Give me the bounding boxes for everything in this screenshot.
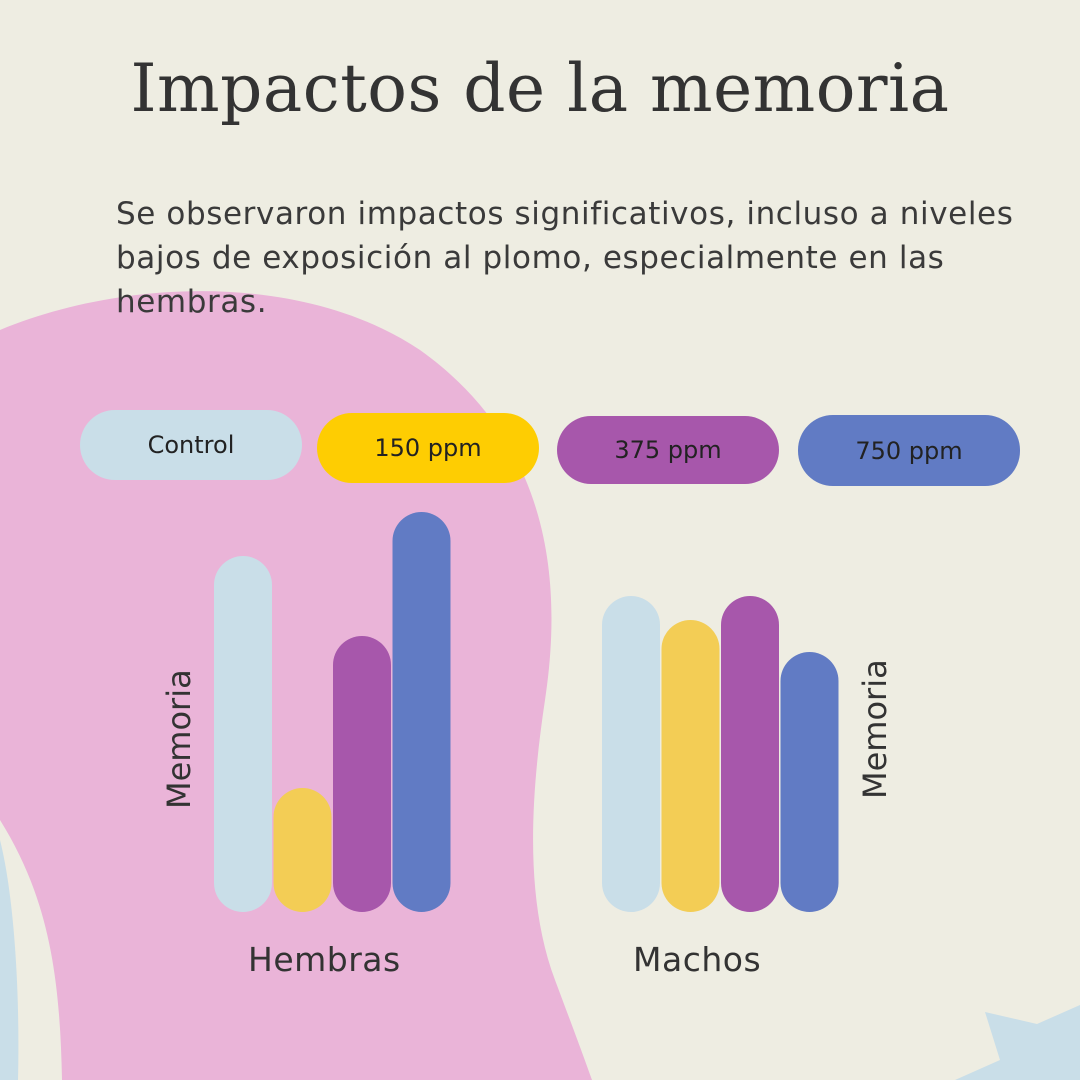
subtitle: Se observaron impactos significativos, i… [116, 196, 1014, 320]
bar-hembras-750ppm [392, 512, 451, 912]
legend-label: 150 ppm [374, 434, 482, 462]
bar-hembras-150ppm [273, 788, 332, 912]
legend-150ppm: 150 ppm [317, 413, 539, 483]
bar-machos-control [602, 596, 660, 912]
category-label-hembras: Hembras [248, 940, 401, 979]
category-label-machos: Machos [633, 940, 762, 979]
legend-375ppm: 375 ppm [557, 416, 779, 484]
bar-machos-150ppm [661, 620, 720, 912]
legend-label: 375 ppm [614, 436, 722, 464]
legend-label: 750 ppm [855, 436, 963, 465]
legend-control: Control [80, 410, 302, 480]
page-title: Impactos de la memoria [130, 50, 950, 127]
bar-hembras-375ppm [333, 636, 391, 912]
legend-label: Control [147, 431, 235, 459]
y-axis-label-left: Memoria [160, 669, 198, 809]
bar-machos-750ppm [780, 652, 839, 912]
legend-750ppm: 750 ppm [798, 415, 1020, 486]
blue-blob-left [0, 840, 19, 1080]
y-axis-label-right: Memoria [856, 659, 894, 799]
bar-machos-375ppm [721, 596, 779, 912]
blue-star-shape [955, 1005, 1080, 1080]
bar-hembras-control [214, 556, 272, 912]
